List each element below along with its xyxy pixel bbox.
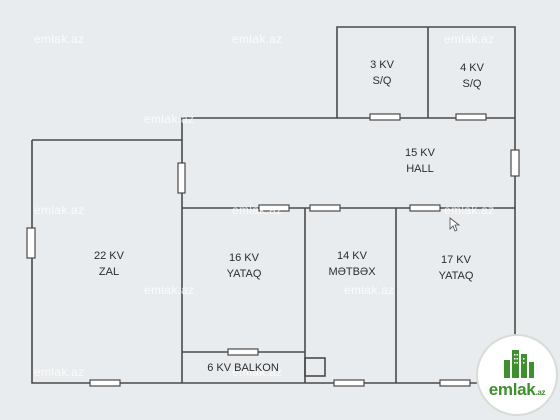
room-area: 16 KV xyxy=(229,252,259,264)
watermark: emlak.az xyxy=(232,203,283,217)
room-area: 22 KV xyxy=(94,250,124,262)
watermark: emlak.az xyxy=(444,203,495,217)
watermark: emlak.az xyxy=(34,32,85,46)
room-area: 4 KV xyxy=(460,62,484,74)
window-zal-left xyxy=(26,227,36,259)
room-area: 3 KV xyxy=(370,59,394,71)
window-zal-bottom xyxy=(89,379,121,387)
room-name: S/Q xyxy=(462,78,482,90)
room-label-balkon: 6 KV BALKON xyxy=(207,360,279,376)
door-balkon xyxy=(227,348,259,356)
room-area: 6 KV BALKON xyxy=(207,362,279,374)
cursor-icon xyxy=(449,217,461,232)
kitchen-fixture xyxy=(304,357,326,377)
outer-wall xyxy=(31,26,516,384)
building-icon xyxy=(504,350,534,378)
watermark: emlak.az xyxy=(232,365,283,379)
room-name: S/Q xyxy=(372,75,392,87)
room-label-zal: 22 KV ZAL xyxy=(94,248,124,280)
watermark: emlak.az xyxy=(232,32,283,46)
emlak-logo[interactable]: emlak.az xyxy=(478,336,556,414)
room-name: ZAL xyxy=(98,266,120,278)
room-name: YATAQ xyxy=(438,270,474,282)
door-yataq17 xyxy=(409,204,441,212)
room-label-hall: 15 KV HALL xyxy=(405,145,435,177)
watermark: emlak.az xyxy=(34,365,85,379)
room-label-metbex: 14 KV MƏTBƏX xyxy=(328,248,375,280)
door-metbex xyxy=(309,204,341,212)
watermark: emlak.az xyxy=(344,283,395,297)
room-label-sq4: 4 KV S/Q xyxy=(460,60,484,92)
room-area: 17 KV xyxy=(441,254,471,266)
door-zal-hall xyxy=(177,162,186,194)
watermark: emlak.az xyxy=(34,203,85,217)
logo-wordmark: emlak.az xyxy=(478,380,556,400)
room-name: YATAQ xyxy=(226,268,262,280)
room-label-yataq16: 16 KV YATAQ xyxy=(227,250,262,282)
watermark: emlak.az xyxy=(144,112,195,126)
room-label-yataq17: 17 KV YATAQ xyxy=(439,252,474,284)
watermark: emlak.az xyxy=(444,32,495,46)
logo-brand: emlak xyxy=(488,380,536,399)
room-name: MƏTBƏX xyxy=(328,266,376,278)
logo-suffix: .az xyxy=(535,388,546,397)
watermark: emlak.az xyxy=(144,283,195,297)
room-area: 15 KV xyxy=(405,147,435,159)
door-yataq16 xyxy=(258,204,290,212)
room-label-sq3: 3 KV S/Q xyxy=(370,57,394,89)
window-hall-right xyxy=(510,149,520,177)
room-name: HALL xyxy=(406,163,434,175)
room-area: 14 KV xyxy=(337,250,367,262)
window-yataq17-bottom xyxy=(439,379,471,387)
window-metbex-bottom xyxy=(333,379,365,387)
door-sq3 xyxy=(369,113,401,121)
door-sq4 xyxy=(455,113,487,121)
